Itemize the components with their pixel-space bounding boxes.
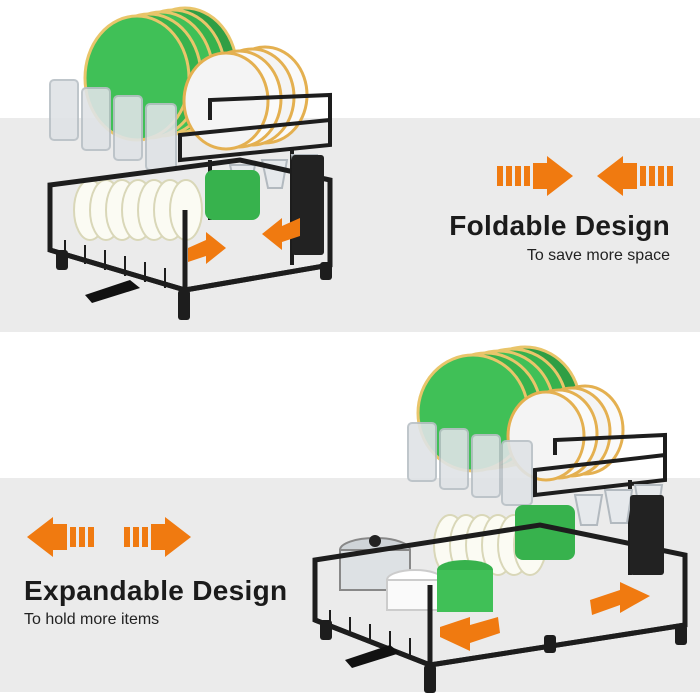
rack-feet [320,620,687,693]
rack-feet [56,250,332,320]
white-bowls [73,179,203,241]
foldable-design-title: Foldable Design [449,210,670,241]
expandable-design-title: Expandable Design [24,575,288,606]
small-bowls [386,560,493,612]
rack-outward-arrow-icon [440,582,650,651]
rack-inward-arrow-icon [188,218,300,264]
utensil-holder [630,495,664,575]
drain-spout [85,280,140,303]
green-container [205,170,260,220]
expandable-design-subtitle: To hold more items [24,611,160,628]
expandable-dish-rack-image [312,345,688,693]
foldable-dish-rack-image [47,6,333,320]
arrows-pointing-inward-icon [497,156,673,196]
arrows-pointing-outward-icon [27,517,191,557]
glass-cups [407,422,533,506]
utensil-holder [292,155,324,255]
foldable-design-subtitle: To save more space [526,247,670,264]
green-container [515,505,575,560]
drain-spout [345,645,400,668]
